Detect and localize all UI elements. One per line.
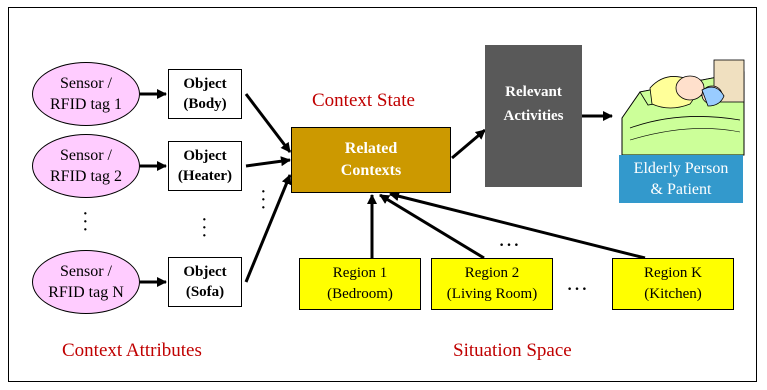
sensor-n-line1: Sensor /: [60, 263, 112, 280]
arrow-object2-related: [245, 156, 291, 168]
related-contexts-line2: Contexts: [340, 162, 402, 179]
region-1-bedroom: Region 1 (Bedroom): [299, 258, 421, 310]
region-1-line1: Region 1: [332, 265, 388, 281]
sensor-2-line2: RFID tag 2: [50, 168, 122, 185]
object-1-line2: (Body): [183, 96, 227, 112]
object-3-line1: Object: [183, 264, 227, 280]
sensor-1-line1: Sensor /: [60, 75, 112, 92]
region-2-living-room: Region 2 (Living Room): [431, 258, 553, 310]
sensor-tag-2: Sensor / RFID tag 2: [32, 134, 140, 198]
context-state-label: Context State: [312, 90, 415, 111]
object-2-line2: (Heater): [177, 168, 233, 184]
arrow-regionK-related: [389, 191, 646, 260]
elderly-person-label: Elderly Person & Patient: [619, 155, 743, 203]
related-contexts-box: Related Contexts: [291, 127, 451, 193]
region-k-kitchen: Region K (Kitchen): [612, 258, 734, 310]
relevant-activities-line2: Activities: [503, 108, 564, 124]
relevant-activities-line1: Relevant: [505, 84, 562, 100]
elderly-line1: Elderly Person: [633, 160, 729, 177]
object-1-line1: Object: [183, 76, 227, 92]
object-2-line1: Object: [183, 148, 227, 164]
sensor-n-line2: RFID tag N: [48, 284, 124, 301]
sensor-tag-n: Sensor / RFID tag N: [32, 250, 140, 314]
object-sofa: Object (Sofa): [168, 257, 242, 307]
object-body: Object (Body): [168, 69, 242, 119]
region-k-line1: Region K: [644, 265, 702, 281]
relevant-activities-box: Relevant Activities: [485, 45, 582, 187]
arrow-region2-related: [379, 193, 485, 260]
region-2-line2: (Living Room): [446, 286, 538, 302]
object-heater: Object (Heater): [168, 141, 242, 191]
sensor-tag-1: Sensor / RFID tag 1: [32, 62, 140, 126]
arrow-objectN-related: [244, 174, 292, 283]
sensor-vertical-ellipsis: ···: [82, 203, 89, 241]
object-vertical-ellipsis: ···: [201, 209, 208, 247]
sensor-1-line2: RFID tag 1: [50, 96, 122, 113]
sensor-2-line1: Sensor /: [60, 147, 112, 164]
region-ellipsis: …: [566, 270, 588, 295]
context-attributes-label: Context Attributes: [62, 340, 202, 361]
elderly-person-illustration: [621, 59, 745, 156]
situation-space-label: Situation Space: [453, 340, 572, 361]
region-2-line1: Region 2: [464, 265, 520, 281]
region-1-line2: (Bedroom): [327, 286, 393, 302]
arrow-object1-related: [244, 93, 292, 153]
arrow-ellipsis: …: [498, 226, 520, 251]
region-k-line2: (Kitchen): [644, 286, 702, 302]
arrow-related-activities: [451, 128, 486, 160]
related-contexts-line1: Related: [344, 140, 398, 157]
object-3-line2: (Sofa): [185, 284, 225, 300]
object-arrow-vertical-ellipsis: ···: [260, 181, 267, 219]
elderly-line2: & Patient: [650, 181, 712, 198]
